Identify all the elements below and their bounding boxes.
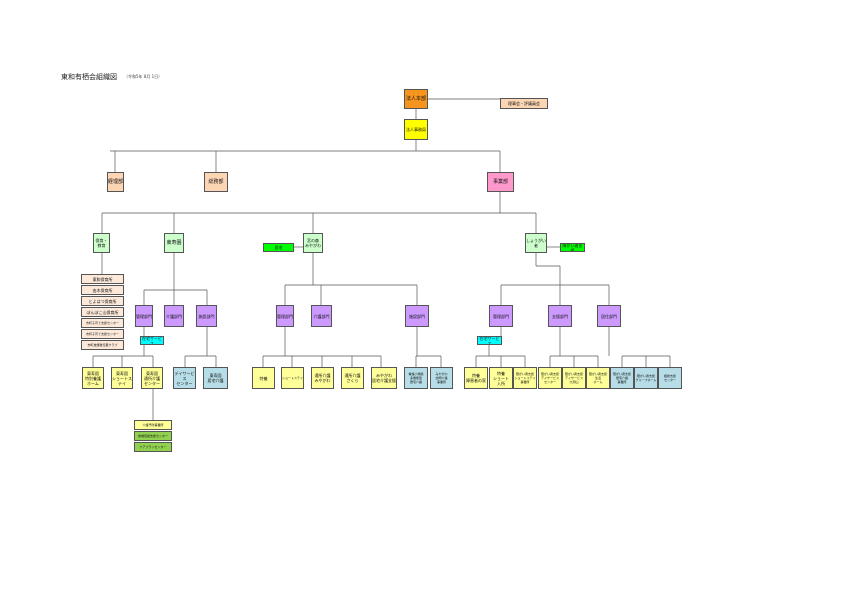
- node-higashi-sub-2: 地域包括支援センター: [134, 431, 172, 441]
- node-higashi-leaf-5: 東寿園 居宅介護: [203, 367, 228, 389]
- node-sho-dept-2: 支援部門: [548, 305, 572, 327]
- node-sho-leaf-7: 障がい者支援 居宅介護 事業所: [610, 367, 634, 389]
- node-sho-dept-3: 居住部門: [597, 305, 621, 327]
- node-miya-leaf-4: 通所介護 さくら: [341, 367, 364, 389]
- node-hoikuen-6: 市町子育て支援センター: [81, 329, 124, 339]
- node-jigyo: 事業部: [487, 172, 514, 192]
- node-miyagawa: 宮の森 みやがわ: [303, 233, 323, 253]
- node-miya-leaf-6: 看護小規模 多機能型 居宅介護: [404, 367, 428, 389]
- node-shogai-tag: 障がい者支援: [560, 243, 585, 252]
- node-hoikuen-1: 東和保育所: [81, 274, 124, 284]
- node-hoiku-kyoiku: 保育・ 教育: [93, 233, 110, 253]
- node-higashi-sub-3: ケアプランセンター: [134, 442, 172, 452]
- node-miya-leaf-7: みやがわ 訪問介護 事業所: [430, 367, 453, 389]
- node-sho-leaf-9: 相談支援 センター: [658, 367, 682, 389]
- node-soumu: 総務部: [204, 172, 228, 192]
- node-miya-dept-3: 施設部門: [405, 305, 429, 327]
- node-higashi-sub-1: 介護予防事業所: [134, 420, 172, 430]
- node-hoikuen-2: 由木保育所: [81, 285, 124, 295]
- node-keiri: 経理部: [107, 172, 124, 192]
- node-sho-leaf-4: 障がい者支援 デイサービス センター: [538, 367, 562, 389]
- node-houjin-jimukyoku: 法人事務局: [404, 119, 428, 140]
- node-miya-leaf-2: ショートステイ: [281, 367, 304, 389]
- node-hoikuen-4: ぽんぽこ山保育所: [81, 307, 124, 317]
- node-miya-leaf-3: 通所介護 みやがわ: [311, 367, 334, 389]
- node-higashi-dept-1: 管理部門: [135, 305, 153, 327]
- node-sho-leaf-6: 障がい者支援 生活 ホーム: [586, 367, 610, 389]
- node-sho-leaf-8: 障がい者支援 グループホーム: [634, 367, 658, 389]
- page-subtitle: （令和5年 8月 1日）: [124, 74, 163, 79]
- node-shogai: しょうがい 者: [525, 233, 547, 253]
- node-houjin-honbu: 法人本部: [404, 89, 428, 109]
- page-title: 東和有栖会組織図: [61, 73, 117, 81]
- node-higashi-leaf-2: 東寿園 ショートステイ: [111, 367, 133, 389]
- node-miya-leaf-5: みやがわ 居宅介護支援: [371, 367, 397, 389]
- node-miya-leaf-1: 特養: [252, 367, 275, 389]
- node-sho-leaf-2: 特養 ショート 入所: [489, 367, 513, 389]
- node-miya-dept-2: 介護部門: [311, 305, 332, 327]
- node-sho-leaf-5: 障がい者支援 デイサービス 大須山: [562, 367, 586, 389]
- node-higashi: 東寿園: [164, 233, 184, 253]
- node-sho-leaf-3: 障がい者支援 ショートステイ 事業所: [513, 367, 537, 389]
- node-higashi-leaf-3: 東寿園 通所介護 センター: [141, 367, 163, 389]
- node-higashi-dept-2: 介護部門: [164, 305, 184, 327]
- node-sho-leaf-1: 特養 障害者の家: [464, 367, 488, 389]
- node-miya-dept-1: 管理部門: [276, 305, 294, 327]
- node-hoikuen-5: 市町子育て支援センター: [81, 318, 124, 328]
- node-kyotaku: 居宅: [263, 243, 294, 252]
- node-hoikuen-3: とよはつ保育所: [81, 296, 124, 306]
- node-higashi-dept-3: 施設部門: [196, 305, 217, 327]
- node-higashi-tag: 在宅サービス: [140, 336, 164, 345]
- node-sho-tag: 在宅サービス: [477, 336, 502, 345]
- node-rijikai: 理事会・評議員会: [500, 98, 548, 109]
- node-higashi-leaf-1: 東寿園 特別養護 ホーム: [82, 367, 104, 389]
- node-higashi-leaf-4: デイサービス センター: [173, 367, 196, 389]
- node-sho-dept-1: 管理部門: [489, 305, 513, 327]
- node-hoikuen-7: 市町放課後児童クラブ: [81, 340, 124, 350]
